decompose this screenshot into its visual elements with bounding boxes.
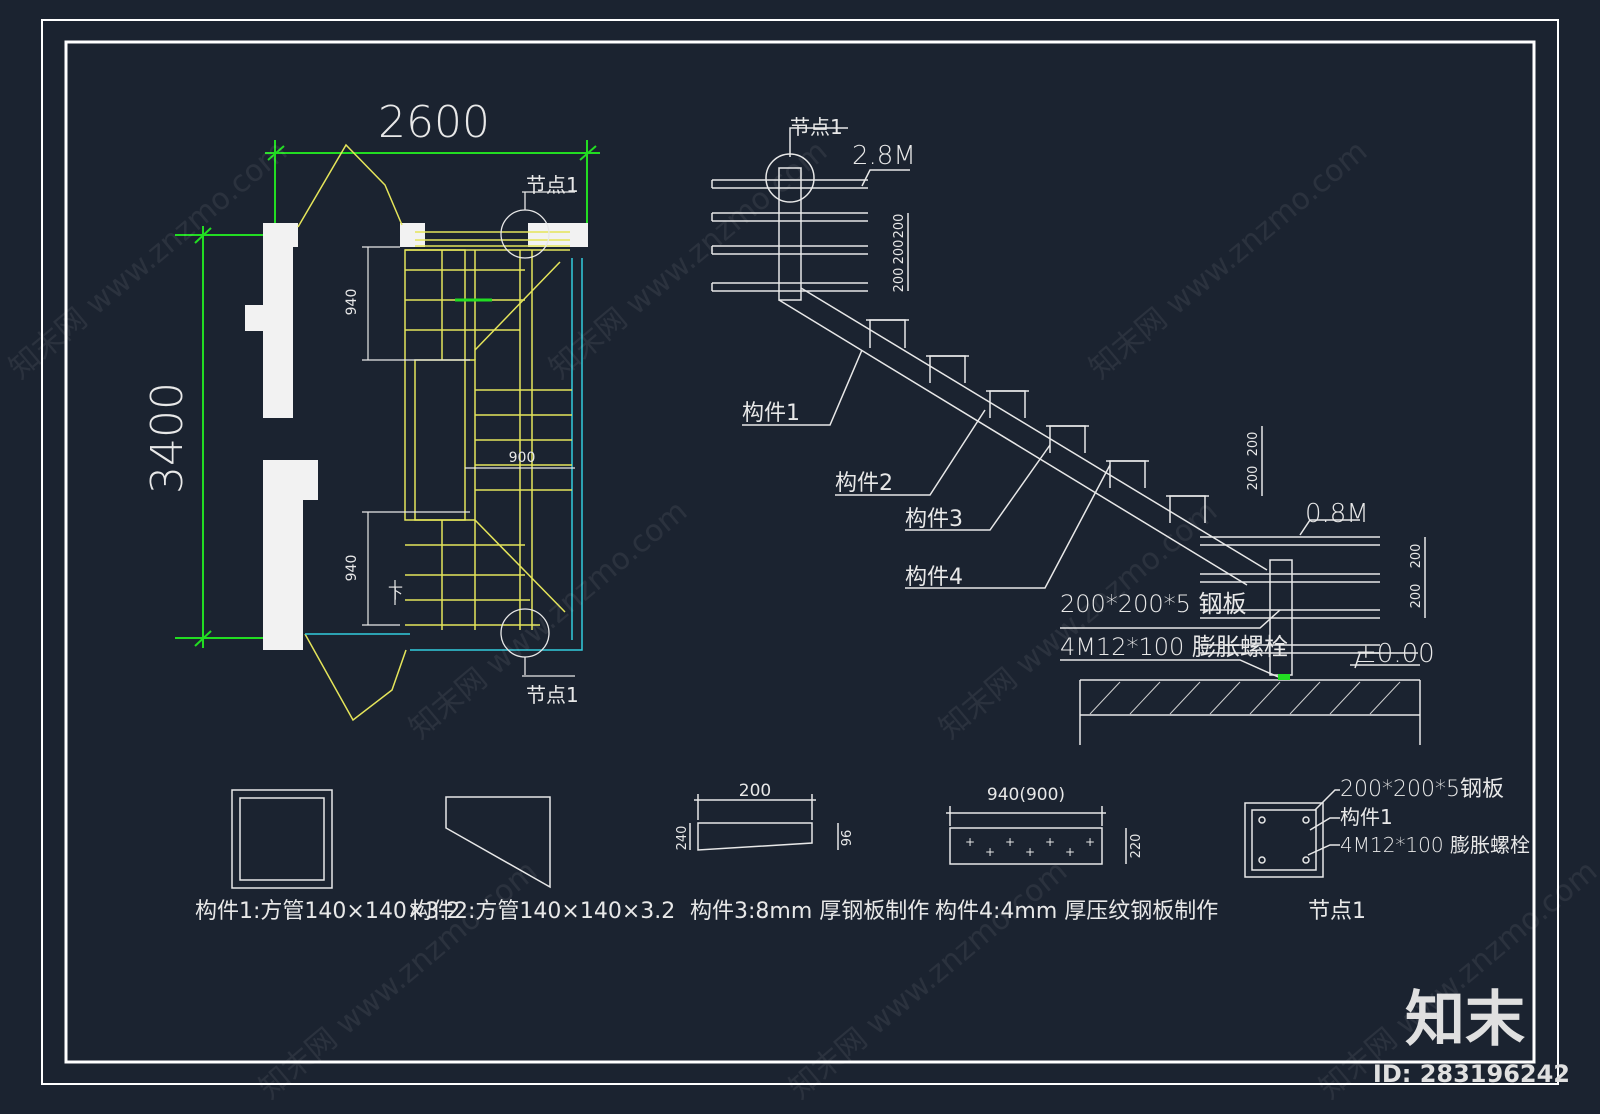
d3-dim-left: 240 [675,826,690,851]
svg-text:+: + [1085,835,1095,849]
d4-dim-top: 940(900) [987,785,1065,805]
node-component-note: 构件1 [1340,805,1393,829]
dim-bottom-1: 200 [1409,544,1424,569]
level-top: 2.8M [852,141,916,171]
svg-text:+: + [965,835,975,849]
node-caption: 节点1 [1308,899,1366,924]
d3-dim-top: 200 [739,781,771,801]
down-label: 下 [388,584,403,602]
width-dimension: 2600 [378,97,490,148]
inner-frame [64,40,1536,1064]
plan-node-bottom-label: 节点1 [526,683,579,707]
outer-frame [41,19,1559,1085]
d2-caption: 构件2:方管140×140×3.2 [410,899,675,924]
plan-node-top-label: 节点1 [526,173,579,197]
plan-walls [245,223,588,650]
d1-caption: 构件1:方管140×140×3.2 [195,899,460,924]
svg-text:+: + [1025,845,1035,859]
dim-top-2: 200 [892,240,907,265]
brand-logo: 知末 [1405,985,1525,1055]
svg-text:+: + [1045,835,1055,849]
node-plate-note: 200*200*5钢板 [1340,777,1504,802]
svg-text:+: + [985,845,995,859]
height-dimension: 3400 [142,382,193,494]
ground-hatch [1089,681,1401,715]
stair-elevation-view: 节点1 2.8M 0.8M ±0.00 200 200 200 200 200 … [711,115,1435,745]
component3-label: 构件3 [905,507,963,532]
d3-caption: 构件3:8mm 厚钢板制作 [690,899,929,924]
dim-mid-1: 200 [1246,432,1261,457]
component-details: + + + + + + + 构件1:方管140×140×3.2 构件2:方管140×14… [195,777,1530,924]
component4-label: 构件4 [905,565,963,590]
svg-text:+: + [1005,835,1015,849]
dim-top-3: 200 [892,268,907,293]
stair-plan-view: 2600 3400 [142,97,600,722]
d3-dim-right: 96 [840,830,855,847]
dim-940-bottom: 940 [344,555,360,582]
dim-top-1: 200 [892,214,907,239]
level-mid: 0.8M [1305,499,1369,529]
image-id: ID: 283196242 [1373,1060,1570,1088]
node-bolt-note: 4M12*100 膨胀螺栓 [1340,833,1530,857]
d4-dim-right: 220 [1129,834,1144,859]
dim-mid-2: 200 [1246,466,1261,491]
d4-caption: 构件4:4mm 厚压纹钢板制作 [935,899,1218,924]
bolt-note: 4M12*100 膨胀螺栓 [1060,633,1288,661]
level-ground: ±0.00 [1355,639,1435,669]
elevation-node-label: 节点1 [790,115,843,139]
dim-bottom-2: 200 [1409,584,1424,609]
plate-note: 200*200*5 钢板 [1060,590,1247,618]
component1-label: 构件1 [742,401,800,426]
dim-940-top: 940 [344,289,360,316]
component2-label: 构件2 [835,471,893,496]
svg-text:+: + [1065,845,1075,859]
dim-900: 900 [509,450,536,466]
